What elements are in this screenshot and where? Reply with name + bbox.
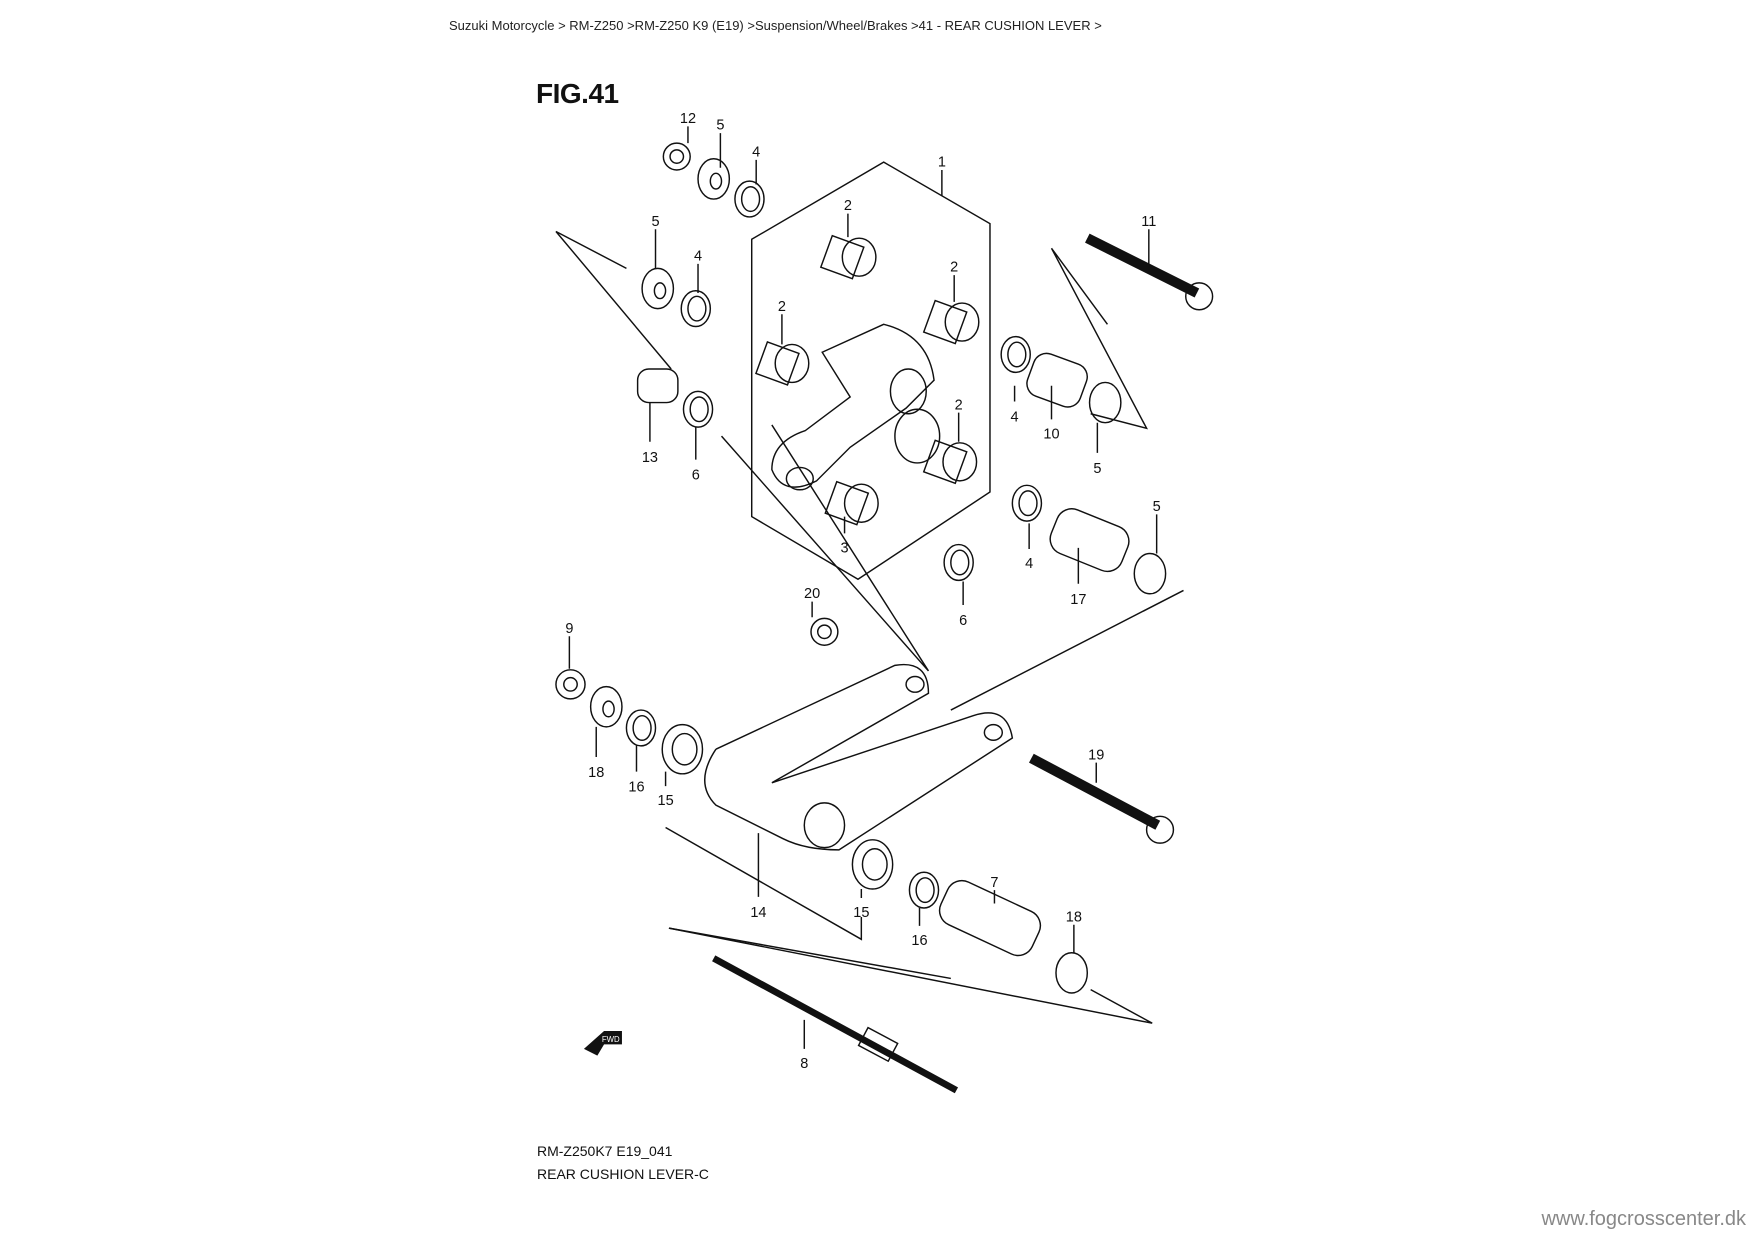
- leader-right-mid: [950, 589, 1184, 711]
- leader-15: [665, 826, 863, 941]
- callout: 17: [1070, 592, 1086, 608]
- callout: 18: [588, 765, 604, 781]
- callout: 14: [750, 905, 766, 921]
- breadcrumb: Suzuki Motorcycle > RM-Z250 >RM-Z250 K9 …: [449, 18, 1102, 33]
- callout: 5: [1153, 499, 1161, 515]
- callout: 7: [990, 875, 998, 891]
- callout: 16: [628, 780, 644, 796]
- callout: 6: [692, 468, 700, 484]
- leader-left-top: [555, 230, 672, 370]
- washers: [555, 142, 1167, 994]
- cushion-rod-14: [704, 663, 1014, 851]
- callout: 2: [844, 198, 852, 214]
- callout: 5: [716, 118, 724, 134]
- figure-title: FIG.41: [536, 78, 619, 109]
- callout: 13: [642, 450, 658, 466]
- leader-bottom-2: [668, 927, 951, 980]
- callout: 15: [658, 793, 674, 809]
- callout: 9: [565, 621, 573, 637]
- bolt-8: [712, 955, 959, 1094]
- bearings: [755, 234, 980, 526]
- callout: 5: [651, 214, 659, 230]
- leader-bottom: [668, 927, 1153, 1024]
- callout: 5: [1093, 461, 1101, 477]
- diagram-name: REAR CUSHION LEVER-C: [537, 1166, 709, 1182]
- callout: 1: [938, 155, 946, 171]
- callout: 4: [694, 249, 702, 265]
- assembly-frame-1: [750, 161, 991, 581]
- callout: 10: [1043, 426, 1059, 442]
- leader-right-top: [1050, 247, 1149, 430]
- callout: 2: [950, 260, 958, 276]
- callout: 20: [804, 586, 820, 602]
- svg-text:FWD: FWD: [602, 1035, 620, 1044]
- cushion-lever-upper: [771, 323, 935, 488]
- callout: 12: [680, 111, 696, 127]
- callout: 15: [853, 905, 869, 921]
- callout: 11: [1141, 214, 1156, 230]
- callout: 4: [1025, 556, 1033, 572]
- callout: 2: [778, 299, 786, 315]
- callout: 18: [1066, 909, 1082, 925]
- bolt-19: [1029, 753, 1161, 830]
- callout: 3: [841, 540, 849, 556]
- callout-labels: 12 5 4 1 2 11 5 4 2 2 2 4 10 5 13 6 3 5 …: [565, 111, 1160, 1072]
- callout: 4: [752, 145, 760, 161]
- bolt-11: [1085, 233, 1200, 298]
- callout: 6: [959, 613, 967, 629]
- leader-center: [720, 424, 930, 672]
- callout: 16: [911, 933, 927, 949]
- callout: 4: [1011, 410, 1019, 426]
- diagram-code: RM-Z250K7 E19_041: [537, 1143, 673, 1159]
- callout: 19: [1088, 747, 1104, 763]
- watermark: www.fogcrosscenter.dk: [1541, 1208, 1746, 1230]
- callout: 8: [800, 1056, 808, 1072]
- fwd-arrow-icon: FWD: [583, 1031, 622, 1056]
- callout: 2: [955, 397, 963, 413]
